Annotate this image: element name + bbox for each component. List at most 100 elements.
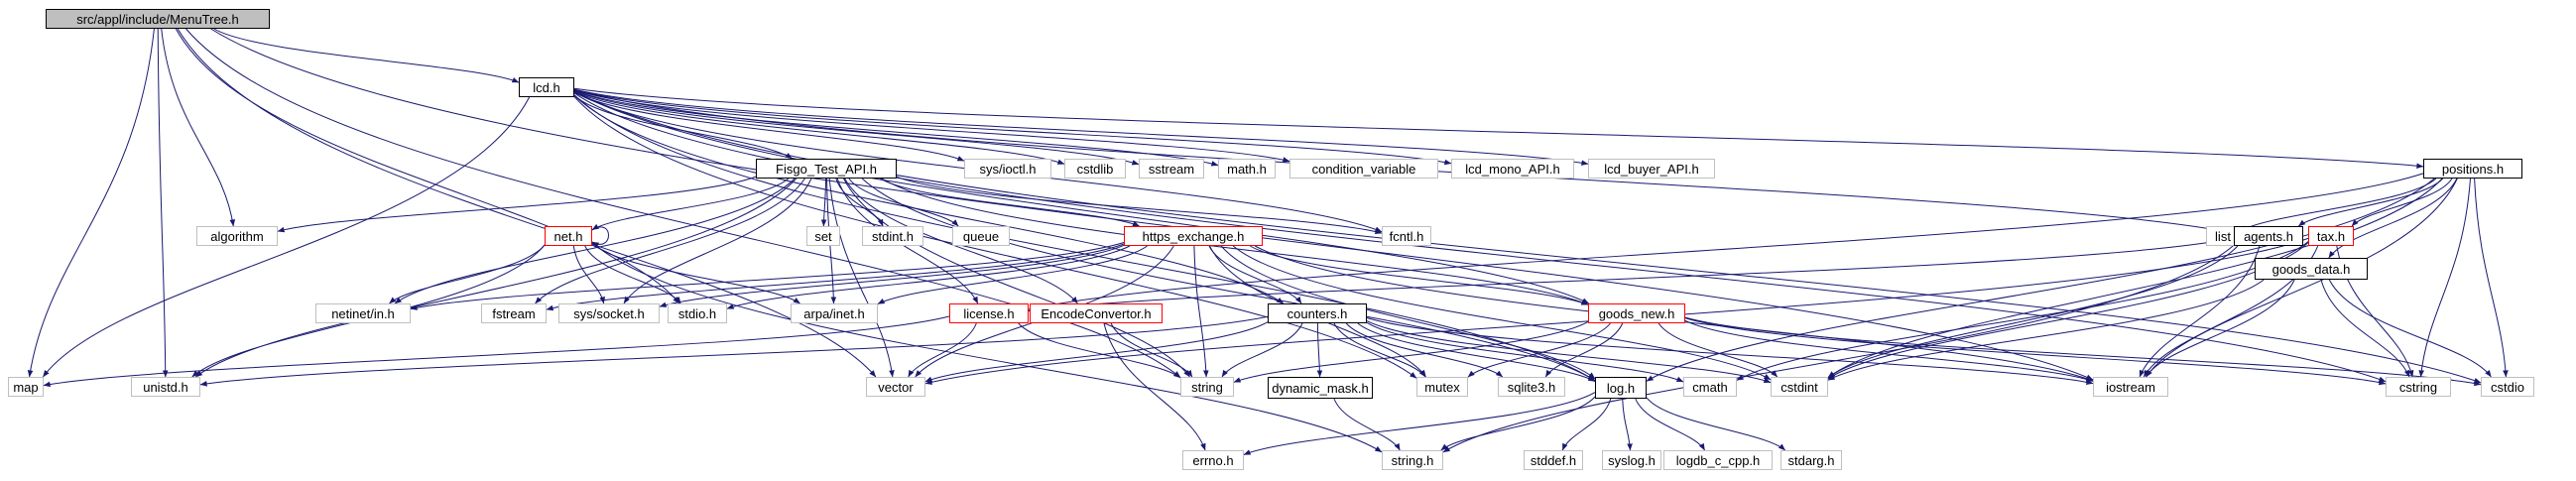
edge-positions-to-list — [2239, 178, 2437, 232]
node-arpa[interactable]: arpa/inet.h — [791, 303, 878, 323]
edge-lcd-to-cstdlib — [573, 90, 1065, 165]
node-lcd-buyer[interactable]: lcd_buyer_API.h — [1588, 159, 1715, 179]
node-set[interactable]: set — [806, 226, 840, 246]
node-fstream[interactable]: fstream — [481, 303, 547, 323]
node-fcntl[interactable]: fcntl.h — [1382, 226, 1431, 246]
node-cstdint[interactable]: cstdint — [1771, 377, 1828, 397]
edge-encode-to-errno — [1103, 322, 1206, 451]
edge-positions-to-iostream — [2146, 178, 2458, 378]
node-cmath[interactable]: cmath — [1683, 377, 1737, 397]
node-cstdlib[interactable]: cstdlib — [1064, 159, 1126, 179]
edge-fisgo-to-goods_new — [881, 178, 1589, 305]
node-unistd[interactable]: unistd.h — [131, 377, 200, 397]
node-string[interactable]: string — [1180, 377, 1234, 397]
edge-fisgo-to-set — [820, 178, 827, 227]
edge-https-to-netinet — [410, 242, 1125, 310]
node-label: lcd_mono_API.h — [1465, 161, 1560, 177]
node-label: positions.h — [2441, 161, 2505, 177]
node-fisgo[interactable]: Fisgo_Test_API.h — [756, 159, 897, 179]
node-list[interactable]: list — [2206, 226, 2240, 246]
edge-agents-to-iostream — [2139, 245, 2261, 378]
node-condvar[interactable]: condition_variable — [1289, 159, 1438, 179]
edge-lcd-to-lcd_mono — [573, 88, 1452, 166]
edge-positions-to-agents — [2297, 178, 2444, 227]
edge-counters-to-log — [1357, 322, 1596, 383]
edge-positions-to-cstring — [2418, 178, 2471, 378]
edge-https-to-counters — [1208, 245, 1302, 304]
node-mutex[interactable]: mutex — [1416, 377, 1468, 397]
edge-positions-to-cstdio — [2474, 178, 2509, 378]
node-errno[interactable]: errno.h — [1182, 450, 1244, 470]
node-stdio-h[interactable]: stdio.h — [668, 303, 727, 323]
node-net[interactable]: net.h — [545, 226, 592, 246]
node-queue[interactable]: queue — [952, 226, 1010, 246]
node-counters[interactable]: counters.h — [1268, 303, 1367, 323]
node-lcd-mono[interactable]: lcd_mono_API.h — [1451, 159, 1574, 179]
node-stdint[interactable]: stdint.h — [862, 226, 923, 246]
edge-license-to-map — [43, 315, 950, 388]
edge-fisgo-to-string — [843, 178, 1190, 378]
node-iostream[interactable]: iostream — [2093, 377, 2168, 397]
node-label: string.h — [1391, 452, 1434, 468]
node-encode[interactable]: EncodeConvertor.h — [1030, 303, 1163, 323]
node-label: EncodeConvertor.h — [1041, 305, 1152, 321]
node-algorithm[interactable]: algorithm — [196, 226, 278, 246]
node-sqlite3[interactable]: sqlite3.h — [1498, 377, 1565, 397]
node-log[interactable]: log.h — [1595, 377, 1647, 399]
edge-goods_new-to-mutex — [1467, 322, 1611, 378]
edge-counters-to-vector — [924, 321, 1269, 383]
node-label: syslog.h — [1608, 452, 1656, 468]
edge-lcd-to-math — [573, 89, 1219, 167]
node-map[interactable]: map — [8, 377, 44, 397]
node-label: counters.h — [1287, 305, 1348, 321]
node-sys-ioctl[interactable]: sys/ioctl.h — [964, 159, 1051, 179]
node-label: tax.h — [2316, 228, 2346, 244]
node-tax[interactable]: tax.h — [2308, 226, 2354, 246]
node-goods-new[interactable]: goods_new.h — [1588, 303, 1685, 323]
edge-positions-to-log — [1646, 178, 2435, 382]
node-cstdio[interactable]: cstdio — [2481, 377, 2534, 397]
edge-net-to-net — [591, 226, 609, 248]
node-label: netinet/in.h — [331, 305, 395, 321]
edge-log-to-stddef — [1561, 398, 1612, 451]
edge-counters-to-string — [1221, 322, 1303, 378]
node-dynmask[interactable]: dynamic_mask.h — [1268, 377, 1373, 399]
node-socket[interactable]: sys/socket.h — [558, 303, 660, 323]
edge-counters-to-sqlite3 — [1345, 322, 1504, 378]
node-https[interactable]: https_exchange.h — [1124, 226, 1263, 246]
node-sstream[interactable]: sstream — [1139, 159, 1204, 179]
node-netinet[interactable]: netinet/in.h — [315, 303, 411, 323]
edge-https-to-string — [1193, 245, 1209, 378]
edge-goods_new-to-iostream — [1684, 319, 2094, 382]
node-logdb[interactable]: logdb_c_cpp.h — [1663, 450, 1773, 470]
node-license[interactable]: license.h — [949, 303, 1029, 323]
edge-fisgo-to-https — [880, 178, 1140, 227]
node-label: stdint.h — [872, 228, 914, 244]
node-syslog[interactable]: syslog.h — [1602, 450, 1661, 470]
edge-net-to-arpa — [591, 242, 800, 304]
edge-lcd-to-condvar — [573, 89, 1290, 163]
node-goods-data[interactable]: goods_data.h — [2255, 258, 2368, 280]
edge-https-to-stdio_h — [726, 245, 1131, 309]
node-label: map — [13, 379, 39, 395]
node-lcd[interactable]: lcd.h — [519, 77, 574, 97]
node-stddef[interactable]: stddef.h — [1524, 450, 1583, 470]
edge-log-to-logdb — [1635, 398, 1706, 451]
node-label: mutex — [1424, 379, 1460, 395]
node-stdarg[interactable]: stdarg.h — [1780, 450, 1842, 470]
node-string-h[interactable]: string.h — [1382, 450, 1443, 470]
edge-https-to-socket — [659, 244, 1125, 307]
node-agents[interactable]: agents.h — [2234, 226, 2303, 246]
edge-fisgo-to-arpa — [826, 178, 837, 304]
edge-positions-to-goods_data — [2328, 178, 2458, 259]
node-math[interactable]: math.h — [1218, 159, 1276, 179]
node-cstring[interactable]: cstring — [2386, 377, 2451, 397]
edge-net-to-socket — [572, 245, 605, 304]
edge-MenuTree-to-stdio_h — [175, 28, 680, 304]
node-vector[interactable]: vector — [866, 377, 925, 397]
node-label: src/appl/include/MenuTree.h — [76, 11, 239, 27]
edge-lcd-to-cstring — [573, 91, 2387, 383]
node-positions[interactable]: positions.h — [2423, 159, 2522, 179]
node-label: math.h — [1227, 161, 1267, 177]
